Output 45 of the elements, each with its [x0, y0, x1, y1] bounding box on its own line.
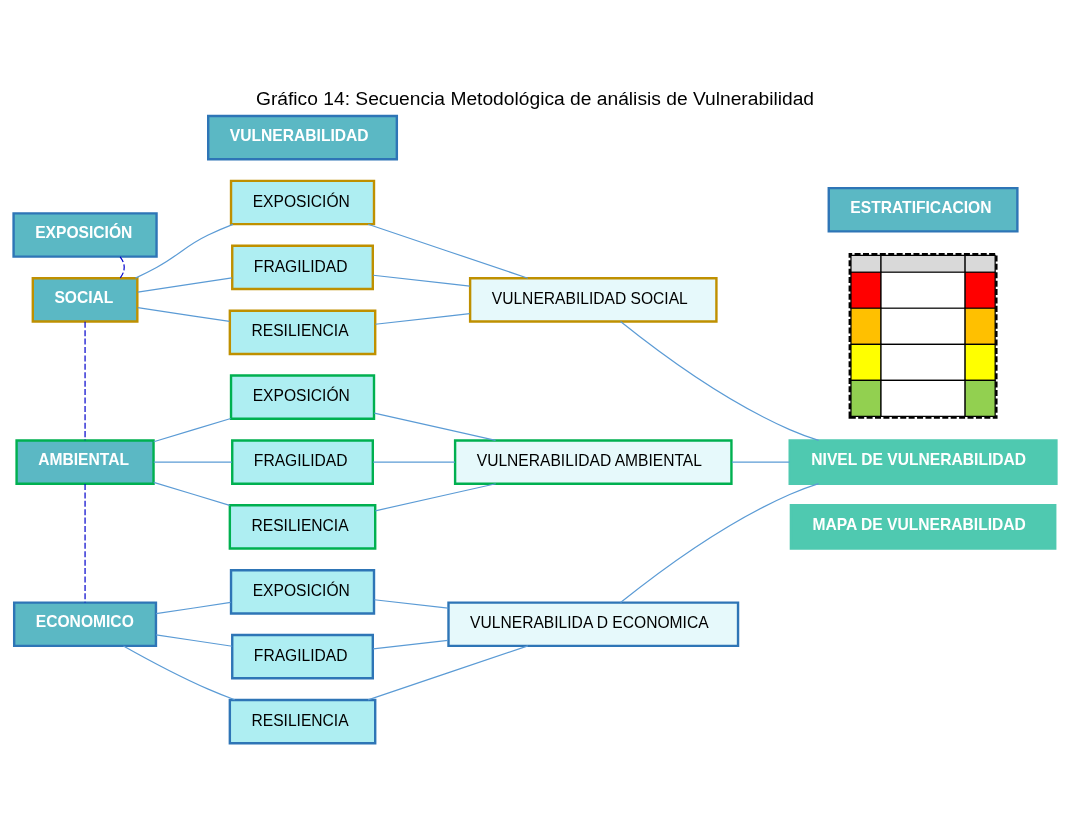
connector [153, 481, 231, 506]
connector [374, 312, 471, 325]
connector [84, 482, 86, 603]
connector [134, 223, 234, 279]
node-box: EXPOSICIÓN [229, 179, 376, 225]
connector [619, 320, 820, 441]
connector [374, 482, 497, 511]
node-box: FRAGILIDAD [231, 633, 374, 680]
connector [155, 633, 233, 647]
node-box: EXPOSICIÓN [229, 568, 376, 615]
connector [137, 306, 231, 322]
connector [153, 417, 232, 442]
node-box: RESILIENCIA [228, 698, 377, 744]
connector [372, 460, 456, 463]
node-box: ESTRATIFICACION [827, 186, 1019, 233]
connector [373, 598, 449, 609]
node-box: FRAGILIDAD [231, 438, 374, 485]
connector [367, 223, 529, 279]
connector [372, 639, 449, 649]
connector [137, 276, 233, 293]
node-box: AMBIENTAL [15, 438, 155, 485]
node-box: VULNERABILIDAD SOCIAL [468, 276, 718, 323]
node-box: VULNERABILIDA D ECONOMICA [447, 600, 740, 647]
node-box: FRAGILIDAD [231, 244, 374, 290]
node-box: ECONOMICO [13, 600, 158, 647]
node-box: EXPOSICIÓN [229, 373, 376, 420]
node-box: VULNERABILIDAD AMBIENTAL [453, 438, 733, 485]
connector [153, 460, 233, 463]
node-box: RESILIENCIA [228, 309, 377, 355]
connector [155, 601, 232, 614]
diagram-title: Gráfico 14: Secuencia Metodológica de análisis de Vulnerabilidad [255, 87, 815, 109]
node-box: MAPA DE VULNERABILIDAD [789, 503, 1057, 550]
connector [367, 644, 529, 700]
node-box: RESILIENCIA [228, 503, 377, 550]
connector [372, 274, 471, 287]
connector [119, 255, 125, 279]
connector [619, 482, 820, 603]
node-box: EXPOSICIÓN [12, 211, 158, 258]
connector [373, 411, 497, 441]
node-box: NIVEL DE VULNERABILIDAD [788, 438, 1058, 485]
connector [731, 460, 791, 463]
node-box: VULNERABILIDAD [207, 114, 399, 160]
node-box: SOCIAL [31, 276, 139, 323]
connector [122, 644, 236, 700]
connector [84, 320, 86, 441]
